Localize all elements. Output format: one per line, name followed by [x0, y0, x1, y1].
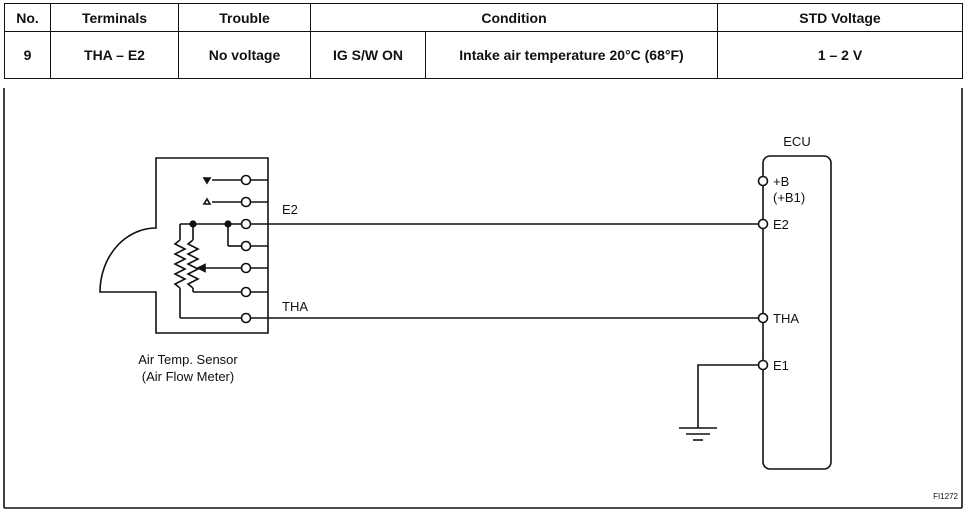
header-terminals: Terminals: [50, 3, 179, 32]
ecu-title: ECU: [783, 134, 810, 149]
sensor-junction-dot: [189, 220, 197, 228]
pump-switch-contacts: [202, 177, 242, 205]
header-condition: Condition: [310, 3, 718, 32]
cell-terminals: THA – E2: [50, 31, 179, 79]
ecu-pin-e2-label: E2: [773, 217, 789, 232]
wire-label-tha: THA: [282, 299, 308, 314]
sensor-junction-dot: [224, 220, 232, 228]
ground-icon: [679, 427, 717, 441]
ecu-pin-b-label: +B: [773, 174, 789, 189]
header-std-voltage: STD Voltage: [717, 3, 963, 32]
wire-e1-ground: [697, 364, 759, 428]
cell-std-voltage: 1 – 2 V: [717, 31, 963, 79]
wire-label-e2: E2: [282, 202, 298, 217]
cell-condition-detail: Intake air temperature 20°C (68°F): [425, 31, 718, 79]
cell-trouble: No voltage: [178, 31, 311, 79]
header-no: No.: [4, 3, 51, 32]
inspection-table: No. Terminals Trouble Condition STD Volt…: [4, 3, 963, 79]
ecu-pin-e1: [757, 359, 769, 371]
table-row: 9 THA – E2 No voltage IG S/W ON Intake a…: [4, 31, 963, 79]
table-header-row: No. Terminals Trouble Condition STD Volt…: [4, 3, 963, 32]
ecu-pin-tha: [757, 312, 769, 324]
ecu-pin-b: [757, 175, 769, 187]
ecu-pin-b-sublabel: (+B1): [773, 190, 805, 205]
ecu-box: [762, 155, 832, 470]
sensor-label-line1: Air Temp. Sensor: [138, 352, 238, 367]
figure-code: FI1272: [933, 492, 958, 501]
ecu-pin-e2: [757, 218, 769, 230]
sensor-housing: [99, 157, 269, 334]
sensor-label-line2: (Air Flow Meter): [142, 369, 234, 384]
cell-condition-switch: IG S/W ON: [310, 31, 426, 79]
sensor-internal-wiring: [173, 223, 242, 319]
ecu-pin-tha-label: THA: [773, 311, 799, 326]
ecu-pin-e1-label: E1: [773, 358, 789, 373]
sensor-connector-pins: [240, 174, 268, 324]
